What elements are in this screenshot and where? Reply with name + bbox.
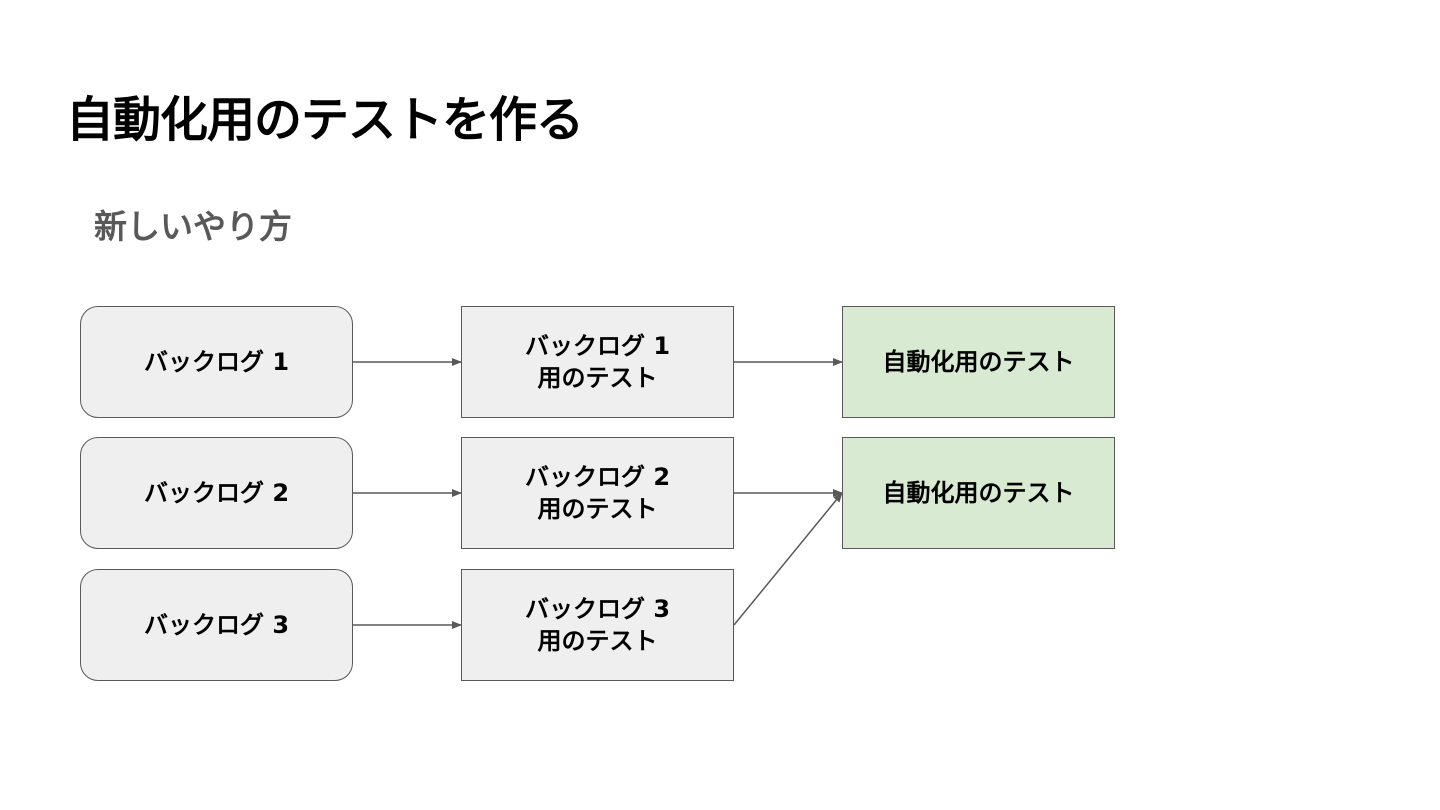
test-node-line1: バックログ 2 <box>524 462 671 491</box>
backlog-node-label: バックログ 3 <box>143 610 290 639</box>
test-node-line2: 用のテスト <box>537 364 658 392</box>
test-node-line2: 用のテスト <box>537 495 658 523</box>
backlog-node-3: バックログ 3 <box>80 569 353 681</box>
slide-subtitle: 新しいやり方 <box>94 207 292 246</box>
backlog-node-1: バックログ 1 <box>80 306 353 418</box>
slide-title: 自動化用のテストを作る <box>66 92 584 148</box>
automated-test-node-2: 自動化用のテスト <box>842 437 1115 549</box>
test-node-line1: バックログ 3 <box>524 594 671 623</box>
test-node-3: バックログ 3 用のテスト <box>461 569 734 681</box>
backlog-node-2: バックログ 2 <box>80 437 353 549</box>
test-node-line2: 用のテスト <box>537 627 658 655</box>
test-node-line1: バックログ 1 <box>524 331 671 360</box>
test-node-1: バックログ 1 用のテスト <box>461 306 734 418</box>
backlog-node-label: バックログ 1 <box>143 347 290 376</box>
arrow-test3-to-auto2 <box>733 492 843 626</box>
automated-test-label: 自動化用のテスト <box>882 478 1075 507</box>
automated-test-label: 自動化用のテスト <box>882 347 1075 376</box>
automated-test-node-1: 自動化用のテスト <box>842 306 1115 418</box>
backlog-node-label: バックログ 2 <box>143 478 290 507</box>
test-node-2: バックログ 2 用のテスト <box>461 437 734 549</box>
